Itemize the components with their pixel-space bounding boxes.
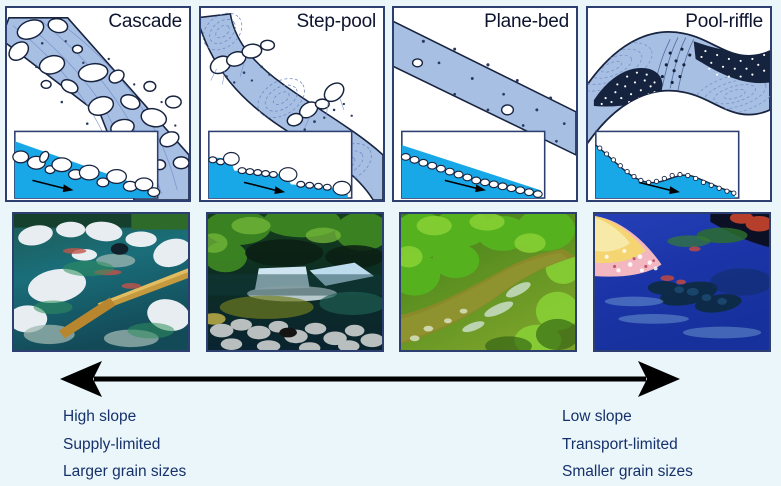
double-headed-gradient-arrow (60, 361, 680, 397)
cascade-diagram-box: Cascade (5, 6, 191, 202)
photo-pool-riffle (593, 212, 771, 352)
plane-bed-sparse-clasts (421, 39, 566, 143)
panel-title-step-pool: Step-pool (296, 11, 376, 32)
panel-cascade: Cascade (5, 0, 195, 362)
arrow-head-right (638, 361, 680, 397)
caption-left-line-3: Larger grain sizes (63, 463, 187, 480)
caption-left: High slope Supply-limited Larger grain s… (63, 403, 186, 486)
cascade-flow-arrow (32, 179, 74, 193)
panel-pool-riffle: Pool-riffle (586, 0, 776, 362)
photo-cascade (12, 212, 190, 352)
pool-riffle-photo-svg (595, 214, 769, 350)
plane-bed-inset-gravel (400, 153, 543, 198)
step-pool-diagram-svg (201, 12, 383, 200)
plane-bed-channel-band (394, 20, 576, 156)
panel-title-pool-riffle: Pool-riffle (685, 11, 763, 32)
panel-plane-bed: Plane-bed (392, 0, 582, 362)
plane-bed-diagram-svg (394, 20, 576, 199)
pool-riffle-diagram-svg (588, 31, 770, 199)
caption-right-line-3: Smaller grain sizes (562, 463, 693, 480)
caption-right: Low slope Transport-limited Smaller grai… (562, 403, 693, 486)
pool-riffle-profile-inset (595, 130, 740, 199)
step-pool-spray-dots (225, 65, 353, 131)
cascade-photo-svg (14, 214, 188, 350)
cascade-profile-inset (12, 130, 161, 199)
caption-right-line-2: Transport-limited (562, 435, 678, 453)
panel-title-plane-bed: Plane-bed (484, 11, 569, 32)
pool-riffle-inset-water (595, 145, 735, 199)
pool-riffle-diagram-box: Pool-riffle (586, 6, 772, 202)
panel-title-cascade: Cascade (108, 11, 182, 32)
plane-bed-profile-inset (400, 130, 546, 199)
step-pool-profile-inset (208, 130, 353, 199)
caption-left-line-2: Supply-limited (63, 435, 161, 453)
pool-riffle-inset-gravel (597, 145, 737, 196)
pool-riffle-flow-arrow (638, 181, 680, 195)
plane-bed-flow-arrow (444, 179, 486, 193)
step-pool-diagram-box: Step-pool (199, 6, 385, 202)
waterfall-drop (254, 266, 310, 290)
step-pool-photo-svg (208, 214, 382, 350)
arrow-head-left (60, 361, 102, 397)
step-pool-flow-arrow (243, 181, 286, 195)
plane-bed-diagram-box: Plane-bed (392, 6, 578, 202)
photo-step-pool (206, 212, 384, 352)
fallen-log (58, 268, 188, 339)
caption-left-line-1: High slope (63, 408, 137, 425)
gravel-point-bar (595, 215, 662, 277)
plane-bed-photo-svg (401, 214, 575, 350)
cascade-diagram-svg (7, 17, 189, 200)
photo-plane-bed (399, 212, 577, 352)
panel-step-pool: Step-pool (199, 0, 389, 362)
step-pool-boulder-steps (209, 39, 345, 127)
caption-right-line-1: Low slope (562, 408, 632, 425)
